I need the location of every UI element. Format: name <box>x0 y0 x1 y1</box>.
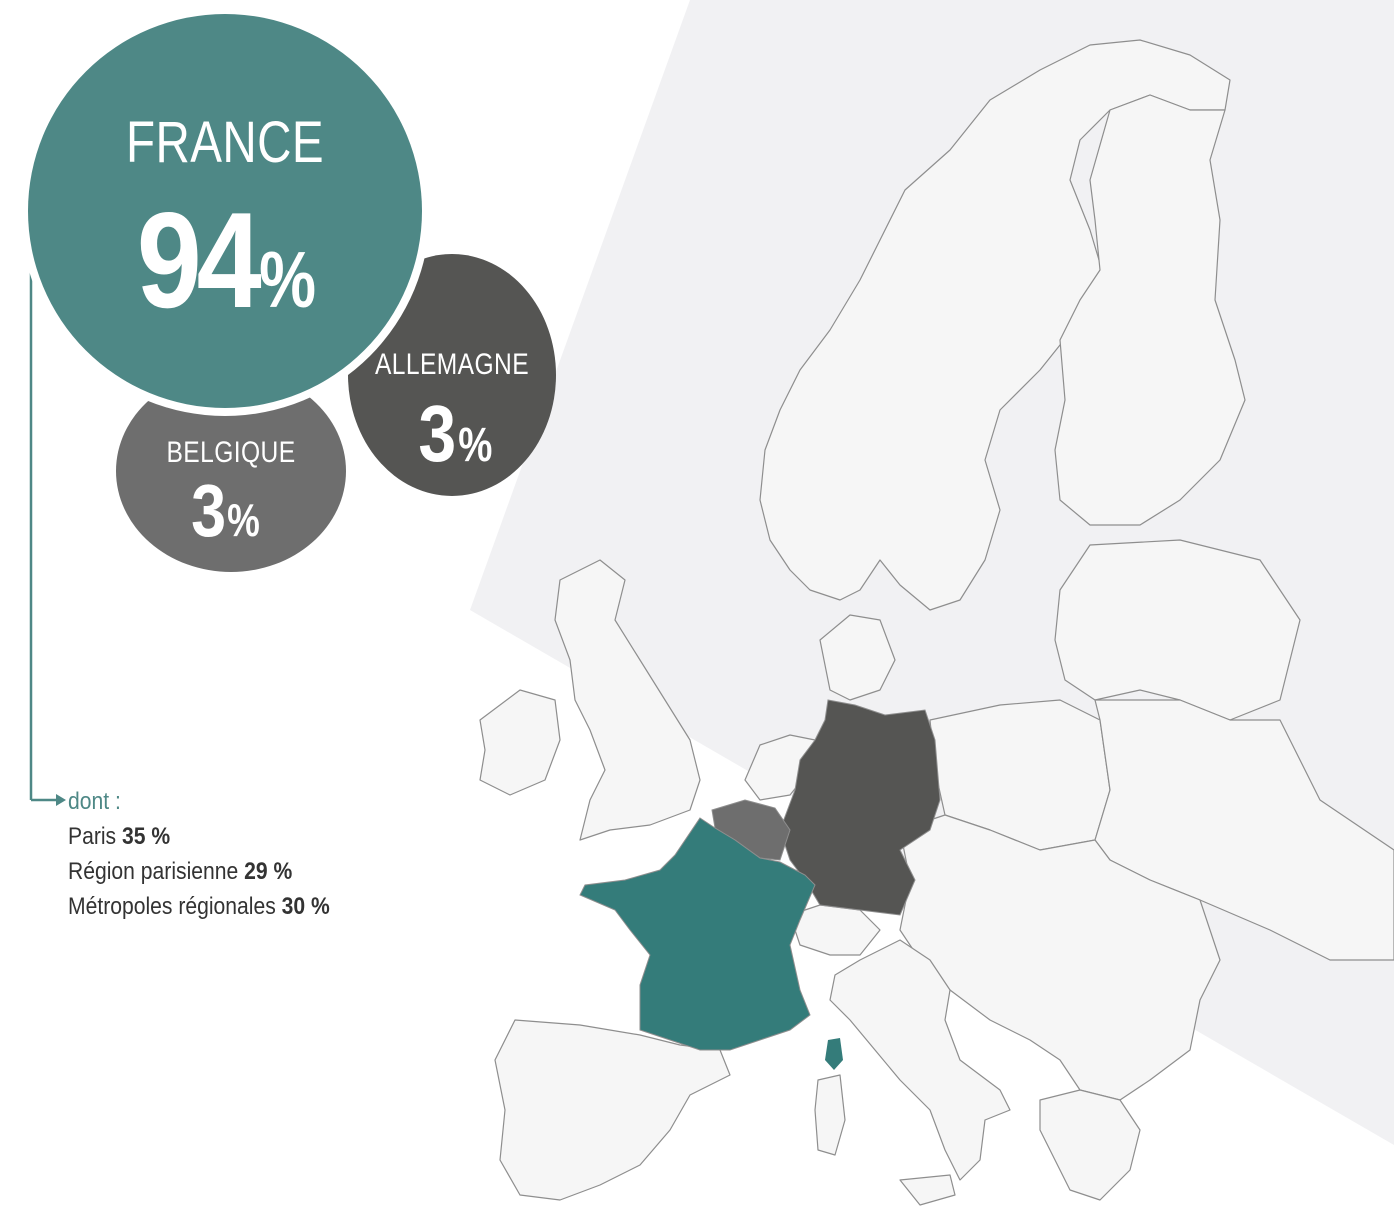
bubble-allemagne-value: 3% <box>348 394 556 474</box>
region-denmark <box>819 614 896 701</box>
bubble-belgique-number: 3 <box>191 469 227 552</box>
region-sicily <box>899 1174 956 1206</box>
region-scandinavia <box>759 39 1231 611</box>
region-finland <box>1054 94 1246 526</box>
bubble-france-value: 94% <box>28 192 422 328</box>
connector-arrow-icon <box>56 794 66 806</box>
land-group <box>479 39 1394 1206</box>
region-italy <box>829 939 1011 1181</box>
bubble-allemagne-name: ALLEMAGNE <box>374 348 530 381</box>
bubble-france-name: FRANCE <box>125 110 325 175</box>
breakdown-item-value: 30 % <box>281 893 330 920</box>
region-corsica <box>825 1038 843 1070</box>
breakdown-item-label: Paris <box>68 823 117 850</box>
bubble-belgique-name: BELGIQUE <box>166 436 296 469</box>
bubble-allemagne-number: 3 <box>418 389 457 478</box>
breakdown-lead: dont : <box>68 788 121 815</box>
bubble-france-unit: % <box>259 235 317 324</box>
connector <box>29 240 56 802</box>
region-east-europe <box>1094 699 1394 961</box>
region-ireland <box>479 689 561 796</box>
breakdown-item-label: Région parisienne <box>68 858 239 885</box>
bubble-belgique-value: 3% <box>116 474 346 548</box>
france-breakdown: dont : Paris 35 % Région parisienne 29 %… <box>68 784 366 924</box>
breakdown-item-value: 35 % <box>121 823 171 850</box>
region-great-britain <box>554 559 701 841</box>
breakdown-item-value: 29 % <box>244 858 293 885</box>
region-germany <box>779 699 941 916</box>
bubble-france: FRANCE 94% <box>28 14 422 408</box>
breakdown-item: Métropoles régionales 30 % <box>68 889 330 924</box>
region-greece <box>1039 1089 1141 1201</box>
bubble-france-number: 94 <box>136 184 262 336</box>
breakdown-item: Région parisienne 29 % <box>68 854 330 889</box>
region-france <box>579 817 816 1051</box>
bubble-belgique-unit: % <box>227 494 260 546</box>
bubble-allemagne-unit: % <box>458 419 493 472</box>
region-sardinia <box>814 1074 846 1156</box>
region-baltic-east <box>1054 539 1301 721</box>
region-iberia <box>494 1019 731 1201</box>
breakdown-item: Paris 35 % <box>68 819 330 854</box>
breakdown-item-label: Métropoles régionales <box>68 893 276 920</box>
